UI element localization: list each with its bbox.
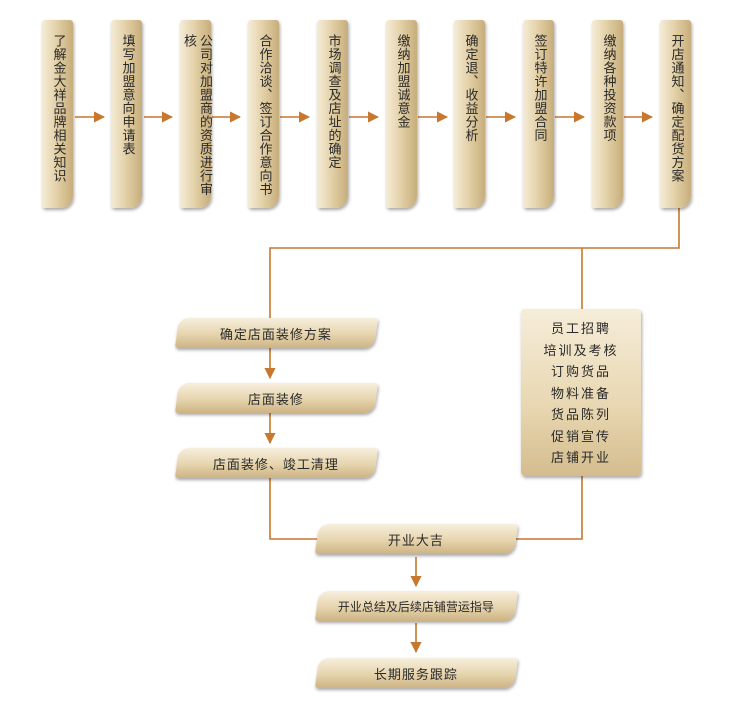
step-1-box: 了解金大祥品牌相关知识: [42, 20, 73, 208]
step-9-box: 缴纳各种投资款项: [592, 20, 623, 208]
step-3-box: 公司对加盟商的资质进行审核: [180, 20, 212, 208]
step-1-label: 了解金大祥品牌相关知识: [50, 34, 66, 183]
step-9-label: 缴纳各种投资款项: [600, 34, 616, 142]
left-step-3-box: 店面装修、竣工清理: [174, 448, 379, 478]
step-10-box: 开店通知、确定配货方案: [660, 20, 691, 208]
left-step-2-label: 店面装修: [248, 392, 305, 408]
step-8-box: 签订特许加盟合同: [523, 20, 554, 208]
long-term-service-label: 长期服务跟踪: [374, 667, 459, 683]
staff-item-1: 员工招聘: [550, 322, 611, 337]
step-5-label: 市场调查及店址的确定: [325, 34, 341, 169]
staff-item-7: 店铺开业: [550, 451, 611, 466]
merge-right-line: [511, 476, 583, 540]
staff-item-5: 货品陈列: [550, 408, 611, 423]
step-2-box: 填写加盟意向申请表: [111, 20, 142, 208]
step-3-label: 公司对加盟商的资质进行审核: [181, 34, 212, 196]
staff-item-4: 物料准备: [550, 386, 611, 402]
staff-item-2: 培训及考核: [543, 343, 619, 359]
left-step-3-label: 店面装修、竣工清理: [213, 457, 340, 473]
step-2-label: 填写加盟意向申请表: [119, 34, 135, 156]
step-10-label: 开店通知、确定配货方案: [668, 34, 684, 183]
step-6-box: 缴纳加盟诚意金: [386, 20, 417, 208]
step-7-box: 确定退、收益分析: [454, 20, 485, 208]
step-4-label: 合作洽谈、签订合作意向书: [256, 34, 272, 196]
staff-item-3: 订购货品: [550, 365, 611, 380]
left-step-2-box: 店面装修: [174, 383, 379, 413]
opening-summary-box: 开业总结及后续店铺营运指导: [314, 591, 519, 621]
staff-preparation-box: 员工招聘 培训及考核 订购货品 物料准备 货品陈列 促销宣传 店铺开业: [521, 309, 641, 476]
step-6-label: 缴纳加盟诚意金: [394, 34, 410, 129]
long-term-service-box: 长期服务跟踪: [314, 658, 519, 688]
staff-item-6: 促销宣传: [550, 429, 611, 445]
opening-summary-label: 开业总结及后续店铺营运指导: [338, 599, 495, 614]
branch-line: [269, 208, 680, 318]
merge-left-line: [269, 478, 319, 540]
left-step-1-box: 确定店面装修方案: [174, 318, 379, 348]
step-4-box: 合作洽谈、签订合作意向书: [248, 20, 279, 208]
step-7-label: 确定退、收益分析: [462, 34, 478, 142]
step-5-box: 市场调查及店址的确定: [317, 20, 348, 208]
step-8-label: 签订特许加盟合同: [531, 34, 547, 142]
grand-opening-box: 开业大吉: [314, 524, 519, 554]
left-step-1-label: 确定店面装修方案: [220, 327, 333, 343]
grand-opening-label: 开业大吉: [388, 533, 445, 549]
